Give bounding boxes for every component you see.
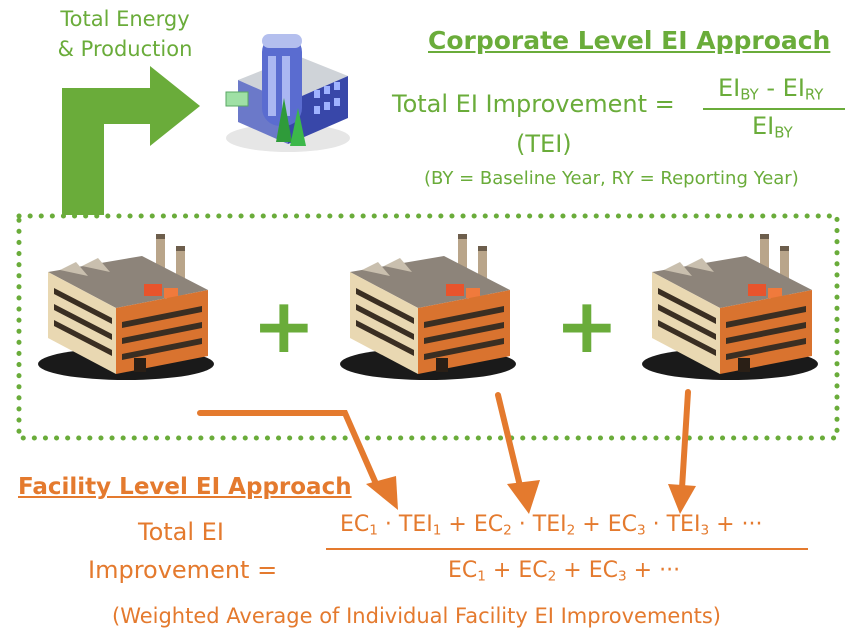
orange-arrow-3: [679, 389, 691, 491]
orange-arrowhead-3: [668, 484, 696, 514]
den-ec3: EC: [588, 558, 618, 583]
facility-2-icon: [340, 234, 516, 380]
plus-sign-2: +: [555, 281, 619, 370]
den-ec2: EC: [518, 558, 548, 583]
den-sub-by: BY: [774, 123, 793, 142]
corporate-numerator: EIBY - EIRY: [718, 74, 823, 104]
den-ec1: EC: [448, 558, 478, 583]
num-tei2: TEI: [532, 512, 567, 537]
flow-label-line1: Total Energy: [60, 7, 190, 31]
num-dot3: ·: [645, 512, 667, 537]
num-ec3-sub: 3: [636, 522, 646, 539]
corporate-lhs-abbrev: (TEI): [516, 130, 572, 158]
num-tei3-sub: 3: [700, 522, 710, 539]
facility-numerator: EC1 · TEI1 + EC2 · TEI2 + EC3 · TEI3 + ·…: [340, 512, 763, 538]
num-sub-by: BY: [740, 85, 759, 104]
num-ei-a: EI: [718, 74, 741, 102]
den-ellipsis: ···: [659, 558, 681, 583]
facility-group-box: [16, 213, 840, 441]
den-ec1-sub: 1: [477, 568, 486, 585]
facility-title: Facility Level EI Approach: [18, 474, 352, 500]
facility-note: (Weighted Average of Individual Facility…: [112, 604, 721, 628]
num-plus3: +: [709, 512, 742, 537]
orange-arrowhead-2: [507, 480, 540, 514]
facility-fraction-bar: [326, 548, 808, 550]
corporate-fraction-bar: [703, 108, 845, 110]
facility-denominator: EC1 + EC2 + EC3 + ···: [448, 558, 680, 584]
flow-label-line2: & Production: [57, 37, 193, 61]
num-tei3: TEI: [666, 512, 701, 537]
num-ellipsis: ···: [741, 512, 763, 537]
num-sub-ry: RY: [804, 85, 824, 104]
orange-arrow-2: [495, 392, 523, 489]
num-ec2-sub: 2: [503, 522, 512, 539]
corporate-building-icon: [225, 34, 350, 152]
green-flow-arrow: [62, 66, 200, 215]
num-ec3: EC: [607, 512, 637, 537]
den-ei: EI: [752, 112, 775, 140]
num-ec2: EC: [473, 512, 504, 537]
num-ec1-sub: 1: [369, 522, 378, 539]
num-tei1: TEI: [398, 512, 433, 537]
facility-3-icon: [642, 234, 818, 380]
num-dot1: ·: [377, 512, 399, 537]
num-tei2-sub: 2: [566, 522, 576, 539]
corporate-lhs: Total EI Improvement =: [392, 90, 675, 118]
plus-sign-1: +: [252, 281, 316, 370]
num-minus-ei: - EI: [758, 74, 805, 102]
den-plus1: +: [485, 558, 519, 583]
num-tei1-sub: 1: [432, 522, 442, 539]
corporate-denominator: EIBY: [752, 112, 793, 142]
num-plus1: +: [441, 512, 474, 537]
den-plus3: +: [626, 558, 660, 583]
facility-lhs-line1: Total EI: [138, 518, 224, 546]
total-energy-production-label: Total Energy & Production: [48, 4, 202, 64]
num-plus2: +: [575, 512, 608, 537]
facility-1-icon: [38, 234, 214, 380]
den-plus2: +: [556, 558, 589, 583]
corporate-title: Corporate Level EI Approach: [428, 26, 831, 55]
orange-arrow-1: [197, 410, 380, 489]
den-ec3-sub: 3: [617, 568, 627, 585]
num-ec1: EC: [340, 512, 370, 537]
den-ec2-sub: 2: [547, 568, 557, 585]
num-dot2: ·: [511, 512, 533, 537]
orange-arrowhead-1: [366, 476, 398, 510]
corporate-note: (BY = Baseline Year, RY = Reporting Year…: [424, 168, 799, 189]
facility-lhs-line2: Improvement =: [88, 556, 278, 584]
